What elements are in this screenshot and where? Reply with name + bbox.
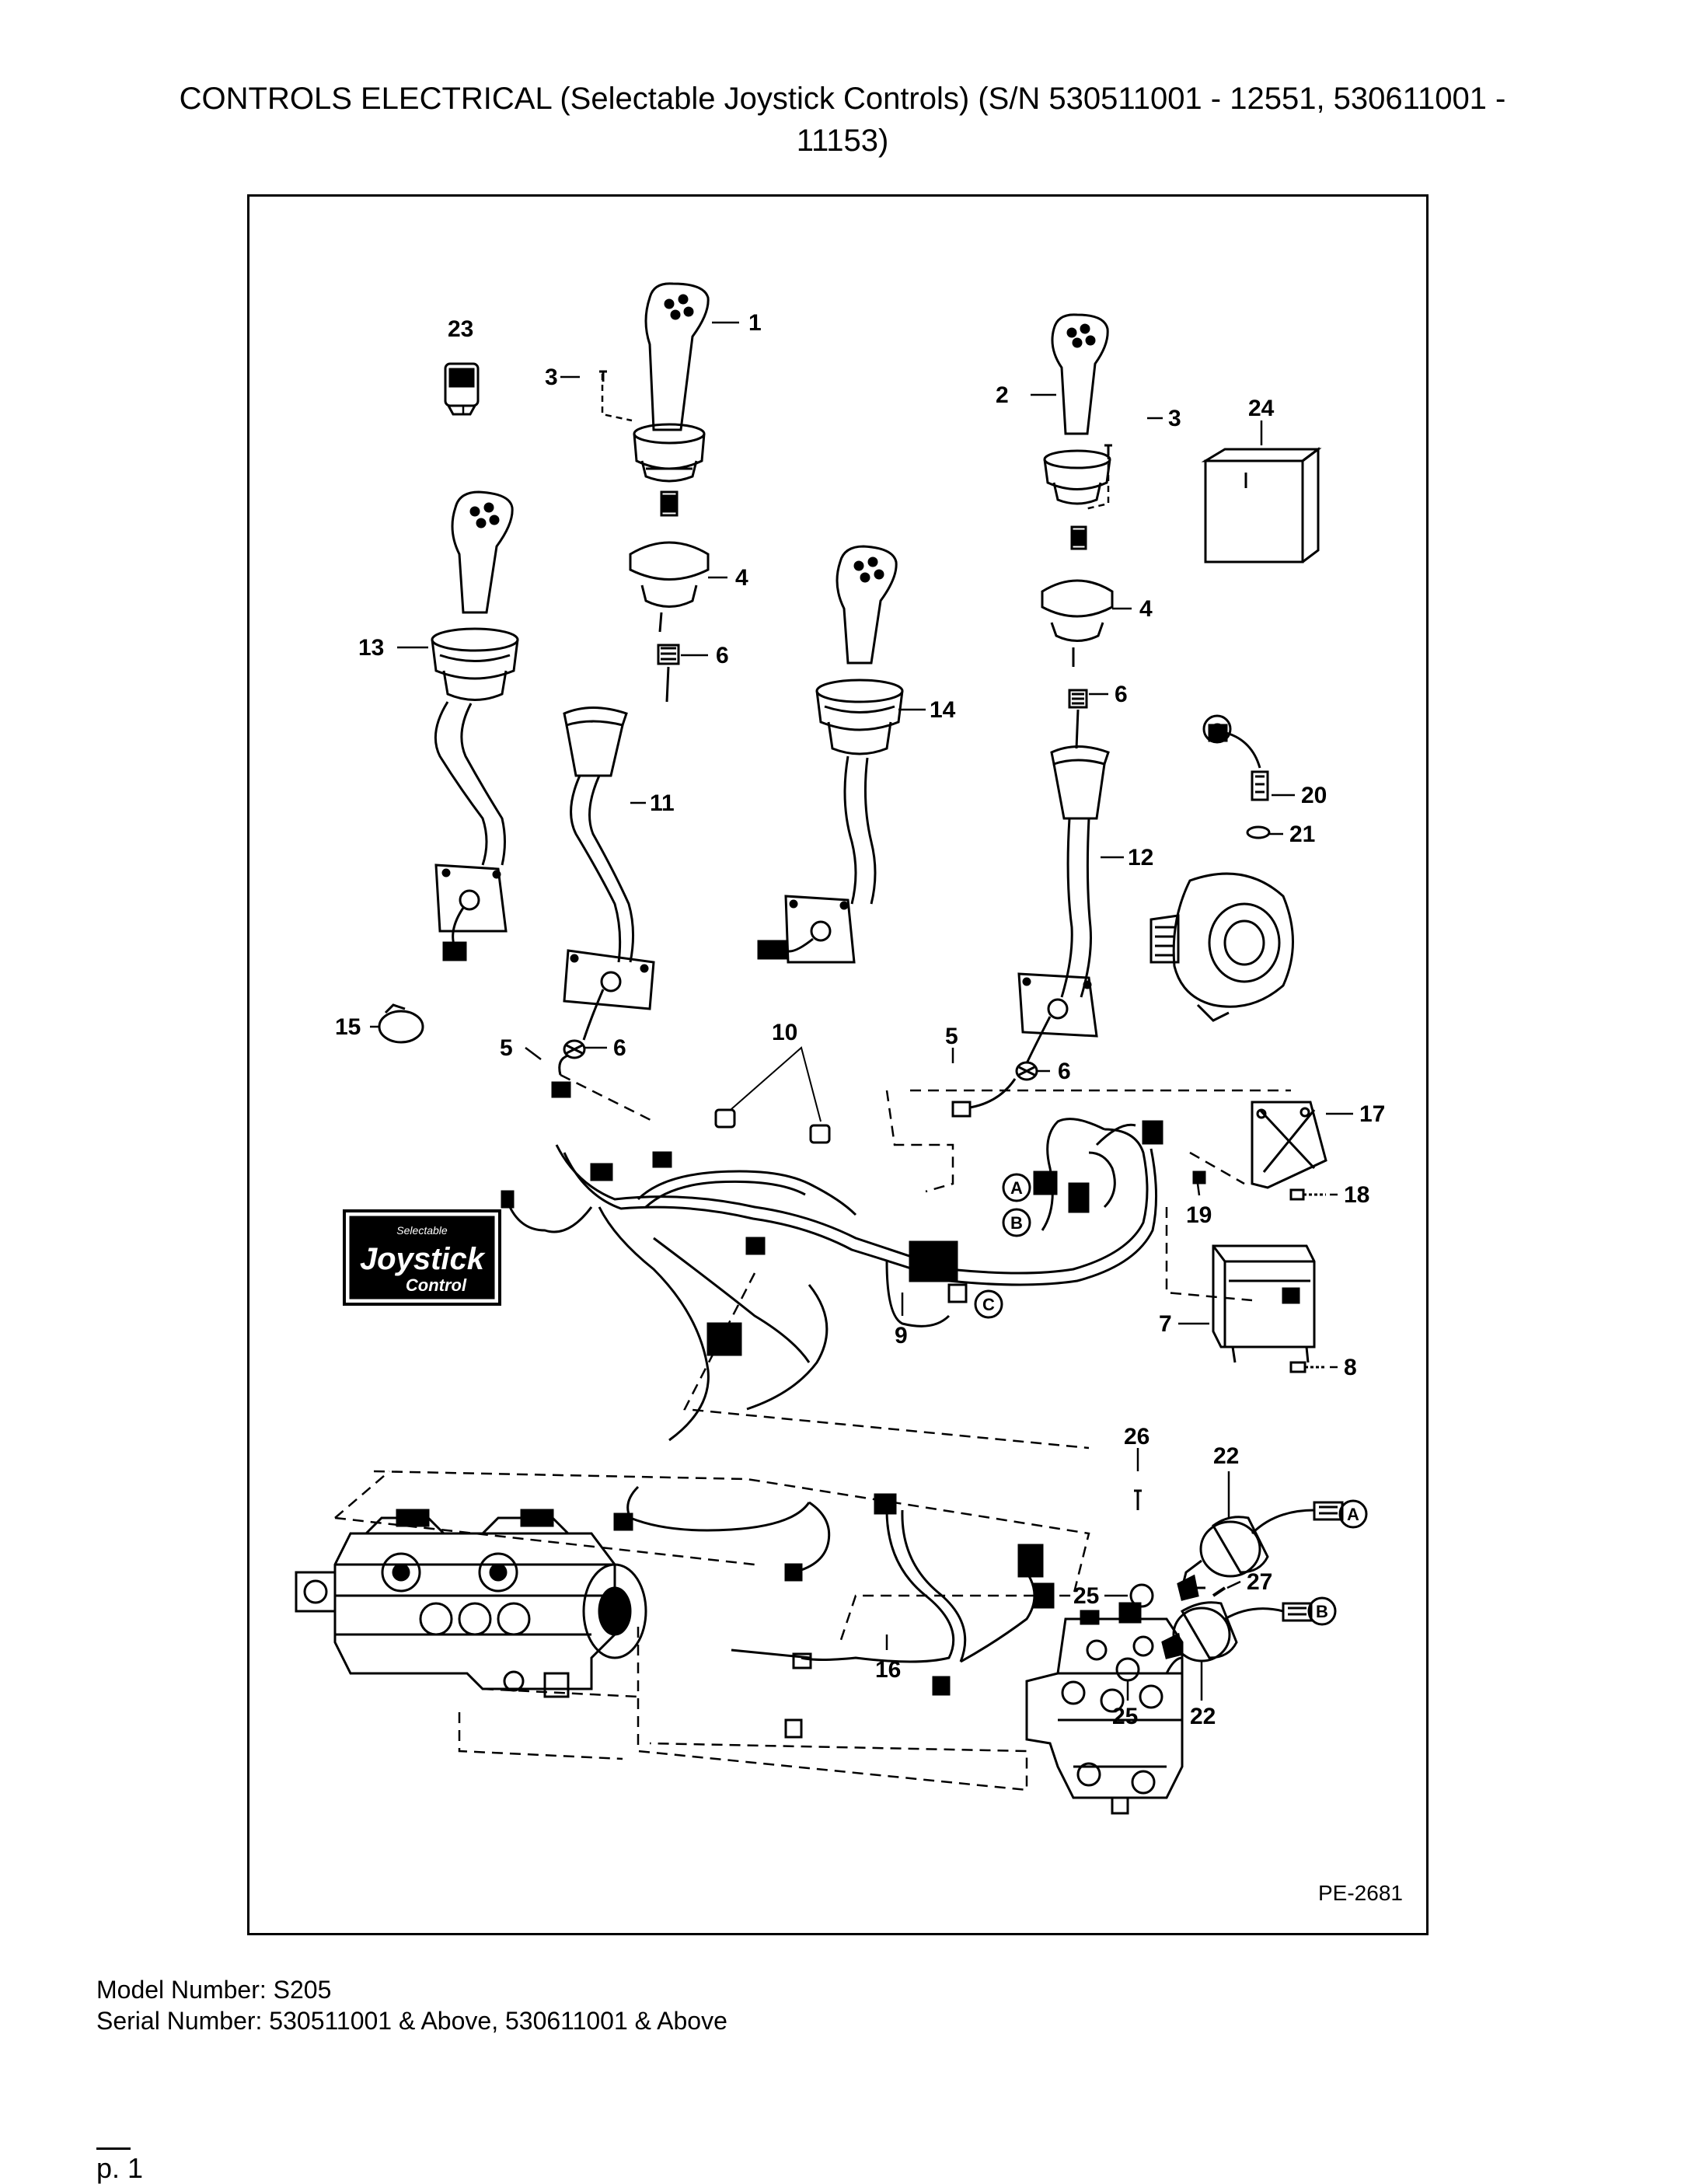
connector-letter-circles (974, 714, 1368, 1626)
callout-23: 23 (448, 316, 473, 342)
part-17-plate (1251, 1101, 1327, 1189)
callout-13: 13 (358, 635, 384, 661)
callout-16: 16 (875, 1657, 901, 1683)
callout-27: 27 (1247, 1569, 1272, 1595)
callout-labels: 1 2 3 3 4 4 5 5 6 6 6 6 7 8 9 10 11 12 1… (335, 310, 1385, 1729)
callout-6-upper-left: 6 (716, 643, 729, 668)
part-8-screw (1289, 1361, 1326, 1373)
part-23-switch (444, 362, 480, 416)
model-number: Model Number: S205 (96, 1976, 332, 2004)
callout-3-right: 3 (1168, 406, 1181, 431)
callout-24: 24 (1248, 396, 1275, 421)
control-valve (1025, 1602, 1184, 1815)
callout-22-upper: 22 (1213, 1443, 1239, 1469)
callout-21: 21 (1289, 822, 1315, 847)
callout-20: 20 (1301, 783, 1327, 808)
callout-6-lower-left: 6 (613, 1035, 626, 1061)
callout-2: 2 (996, 382, 1009, 408)
part-2-joystick (1041, 313, 1114, 749)
part-19-nut (1192, 1170, 1206, 1184)
connector-c-harness: C (982, 1295, 995, 1314)
part-13-joystick (431, 490, 519, 961)
connector-b-harness: B (1010, 1213, 1023, 1233)
connector-b-solenoid: B (1316, 1602, 1328, 1621)
page-title: CONTROLS ELECTRICAL (Selectable Joystick… (0, 78, 1685, 162)
serial-number: Serial Number: 530511001 & Above, 530611… (96, 2007, 727, 2035)
callout-15: 15 (335, 1014, 361, 1040)
callout-25-upper: 25 (1073, 1583, 1099, 1609)
part-1-joystick (629, 282, 710, 703)
part-25-oring-lower (1115, 1657, 1140, 1682)
callout-9: 9 (895, 1323, 908, 1348)
logo-small-text: Selectable (396, 1224, 448, 1237)
part-5-connectors (551, 1054, 1017, 1118)
logo-main-text: Joystick (360, 1242, 486, 1276)
part-11-harness (563, 706, 655, 1041)
callout-4-left: 4 (735, 565, 748, 591)
part-14-joystick (757, 545, 904, 964)
part-6-grommets (563, 1039, 1038, 1081)
part-18-screw (1289, 1188, 1326, 1201)
part-12-harness (1017, 745, 1110, 1064)
figure-code: PE-2681 (1318, 1881, 1403, 1905)
callout-5-right: 5 (945, 1024, 958, 1049)
callout-4-right: 4 (1139, 596, 1153, 622)
callout-3-left: 3 (545, 365, 558, 390)
part-22-solenoid-lower (1161, 1601, 1313, 1662)
diagram-frame: Selectable Joystick Control (247, 194, 1429, 1935)
connector-a-harness: A (1010, 1178, 1023, 1198)
hydrostatic-pump (295, 1509, 647, 1698)
leader-lines (370, 321, 1353, 1701)
callout-22-lower: 22 (1190, 1704, 1216, 1729)
title-line-1: CONTROLS ELECTRICAL (Selectable Joystick… (179, 82, 1506, 116)
part-16-harness (613, 1485, 1055, 1739)
part-21-oring (1246, 825, 1271, 839)
callout-18: 18 (1344, 1182, 1369, 1208)
connector-a-solenoid: A (1347, 1505, 1359, 1524)
pump-rotor (1149, 872, 1294, 1022)
connector-letters: C A B C A B (982, 720, 1359, 1621)
part-10-leader (731, 1046, 822, 1122)
connector-c-upper: C (1211, 720, 1223, 739)
callout-6-upper-right: 6 (1115, 682, 1128, 707)
callout-14: 14 (930, 697, 956, 723)
callout-19: 19 (1186, 1202, 1212, 1228)
footer-rule (96, 2147, 131, 2150)
part-22-solenoid-upper (1177, 1501, 1344, 1601)
part-15-clamp (378, 1003, 424, 1044)
part-26-screw (1134, 1489, 1142, 1510)
part-27-screw (1212, 1586, 1226, 1597)
part-9-main-harness (501, 1118, 1163, 1442)
callout-12: 12 (1128, 845, 1153, 870)
part-10-plugs (714, 1108, 831, 1144)
part-24-box (1201, 447, 1322, 563)
callout-5-left: 5 (500, 1035, 513, 1061)
callout-10: 10 (772, 1020, 797, 1045)
title-line-2: 11153) (796, 124, 889, 158)
logo-sub-text: Control (406, 1275, 467, 1295)
part-3-screw-heads (599, 370, 1112, 455)
callout-25-lower: 25 (1112, 1704, 1138, 1729)
part-7-module (1212, 1244, 1316, 1363)
callout-8: 8 (1344, 1355, 1357, 1380)
callout-7: 7 (1159, 1311, 1172, 1337)
page-number: p. 1 (96, 2152, 144, 2184)
callout-17: 17 (1359, 1101, 1385, 1127)
part-25-oring-upper (1129, 1583, 1154, 1608)
callout-26: 26 (1124, 1424, 1149, 1450)
callout-11: 11 (650, 790, 675, 816)
parts-diagram: Selectable Joystick Control (295, 282, 1403, 1905)
callout-1: 1 (748, 310, 762, 336)
part-20-sensor (1208, 724, 1269, 801)
callout-6-lower-right: 6 (1058, 1059, 1071, 1084)
joystick-control-logo: Selectable Joystick Control (343, 1209, 501, 1306)
part-3-screws (601, 374, 1110, 511)
